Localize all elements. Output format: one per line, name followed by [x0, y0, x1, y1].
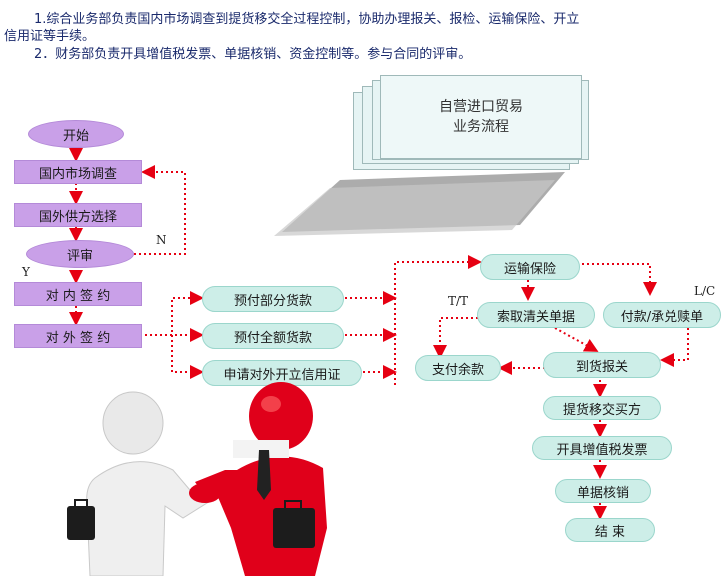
label-n: N: [156, 233, 167, 247]
paper-shadow: [274, 172, 565, 236]
arrow-docs-customs: [554, 327, 599, 352]
arrow-transport-lc: [582, 263, 657, 296]
arrow-to-lc: [171, 335, 204, 379]
node-external-sign: 对 外 签 约: [14, 324, 142, 348]
arrow-review-no: [134, 165, 186, 255]
node-review: 评审: [26, 240, 134, 268]
title-line-2: 业务流程: [453, 119, 509, 135]
node-pickup: 提货移交买方: [543, 396, 661, 420]
intro-line-1: 1.综合业务部负责国内市场调查到提货移交全过程控制，协助办理报关、报检、运输保险…: [34, 12, 580, 27]
node-start: 开始: [28, 120, 124, 148]
intro-line-2: 信用证等手续。: [4, 29, 96, 44]
node-pay-accept: 付款/承兑赎单: [603, 302, 721, 328]
node-apply-lc: 申请对外开立信用证: [202, 360, 362, 386]
node-internal-sign: 对 内 签 约: [14, 282, 142, 306]
red-figure: [195, 382, 327, 576]
node-writeoff: 单据核销: [555, 479, 651, 503]
label-y: Y: [22, 265, 30, 279]
node-supplier-select: 国外供方选择: [14, 203, 142, 227]
node-invoice: 开具增值税发票: [532, 436, 672, 460]
label-tt: T/T: [448, 294, 469, 308]
intro-line-3: 2．财务部负责开具增值税发票、单据核销、资金控制等。参与合同的评审。: [34, 47, 472, 62]
node-domestic-survey: 国内市场调查: [14, 160, 142, 184]
node-customs: 到货报关: [543, 352, 661, 378]
node-end: 结 束: [565, 518, 655, 542]
title-line-1: 自营进口贸易: [439, 99, 523, 115]
node-prepay-full: 预付全额货款: [202, 323, 344, 349]
node-prepay-partial: 预付部分货款: [202, 286, 344, 312]
arrow-docs-balance: [433, 317, 478, 359]
node-pay-balance: 支付余款: [415, 355, 501, 381]
handshake-illustration: [67, 382, 327, 576]
arrow-accept-customs: [660, 318, 689, 367]
white-figure: [67, 391, 216, 576]
label-lc: L/C: [694, 284, 716, 298]
arrow-bus-transport: [394, 255, 482, 385]
node-get-docs: 索取清关单据: [477, 302, 595, 328]
node-transport-insurance: 运输保险: [480, 254, 580, 280]
arrow-to-partial: [145, 291, 204, 336]
